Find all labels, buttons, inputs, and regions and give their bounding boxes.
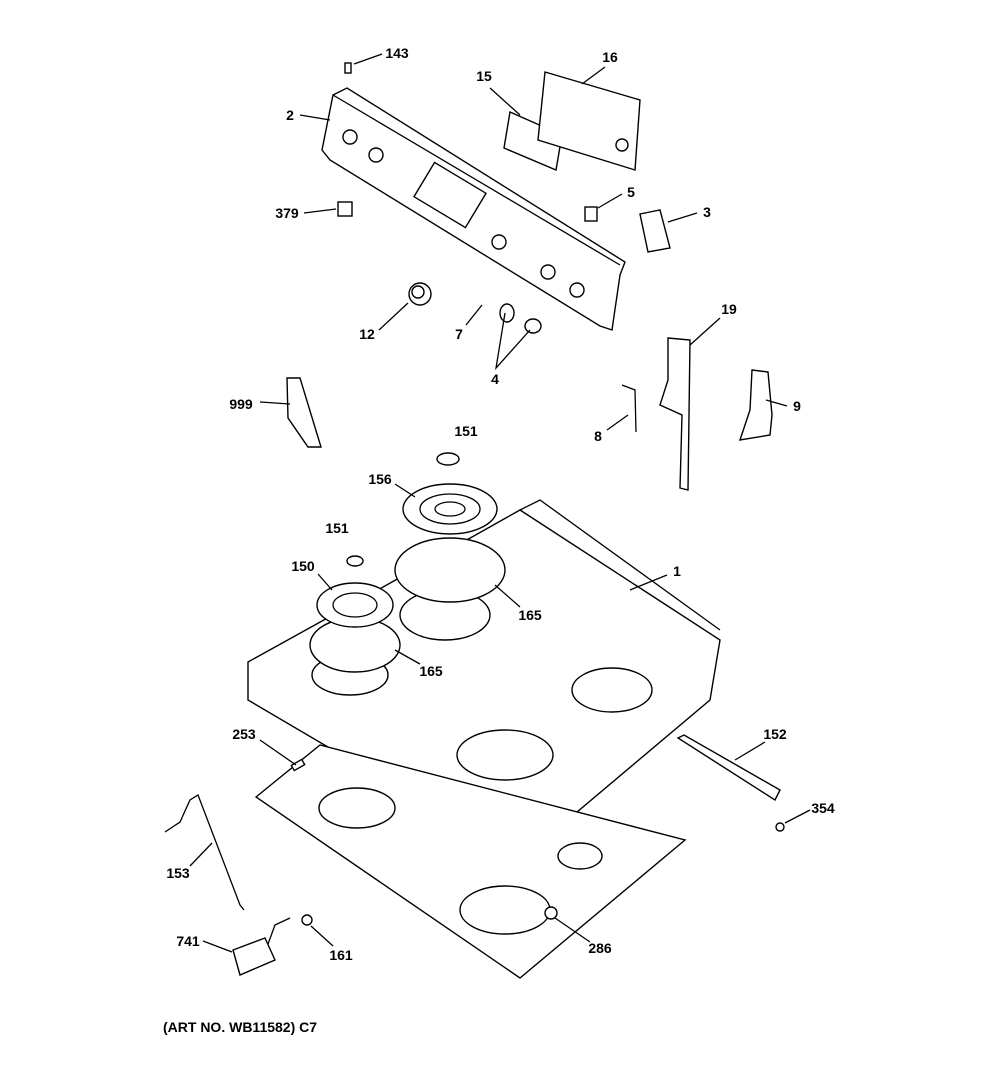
callout-9: 9	[793, 398, 801, 414]
rod-153	[164, 794, 245, 911]
burner-150	[309, 582, 401, 673]
callout-354: 354	[811, 800, 835, 816]
backsplash-panel	[321, 87, 626, 331]
burner-156	[394, 483, 506, 603]
rod-152	[676, 734, 781, 802]
callout-379: 379	[275, 205, 299, 221]
callout-165-small: 165	[419, 663, 443, 679]
cap-151	[346, 452, 460, 567]
callout-253: 253	[232, 726, 256, 742]
callout-152: 152	[763, 726, 787, 742]
callout-156: 156	[368, 471, 392, 487]
bracket-19	[659, 337, 691, 491]
callout-12: 12	[359, 326, 375, 342]
callout-3: 3	[703, 204, 711, 220]
screw	[344, 62, 352, 74]
control-board-16	[537, 71, 641, 171]
callout-1: 1	[673, 563, 681, 579]
art-number-caption: (ART NO. WB11582) C7	[163, 1019, 318, 1035]
bracket-9	[738, 369, 773, 441]
switch-741	[232, 917, 291, 976]
callout-16: 16	[602, 49, 618, 65]
callout-5: 5	[627, 184, 635, 200]
callout-165-large: 165	[518, 607, 542, 623]
callout-143: 143	[385, 45, 409, 61]
callout-7: 7	[455, 326, 463, 342]
callout-4: 4	[491, 371, 499, 387]
callout-741: 741	[176, 933, 200, 949]
callout-15: 15	[476, 68, 492, 84]
switch-5	[584, 206, 598, 222]
callout-999: 999	[229, 396, 253, 412]
callout-286: 286	[588, 940, 612, 956]
switch-379	[337, 201, 353, 217]
knobs-4	[499, 303, 542, 334]
switch-3	[639, 209, 671, 253]
callout-151-top: 151	[454, 423, 478, 439]
callout-8: 8	[594, 428, 602, 444]
callout-151: 151	[325, 520, 349, 536]
burner-box	[254, 744, 687, 979]
clip-286	[544, 906, 558, 920]
clip-161	[301, 914, 313, 926]
callout-19: 19	[721, 301, 737, 317]
callout-150: 150	[291, 558, 315, 574]
literature-999	[286, 377, 322, 448]
callout-153: 153	[166, 865, 190, 881]
clip-253	[290, 758, 306, 772]
screw-354	[775, 822, 785, 832]
leader-lines	[189, 53, 811, 953]
bracket-8	[621, 384, 637, 433]
callout-161: 161	[329, 947, 353, 963]
knob-12	[408, 282, 432, 306]
callout-2: 2	[286, 107, 294, 123]
